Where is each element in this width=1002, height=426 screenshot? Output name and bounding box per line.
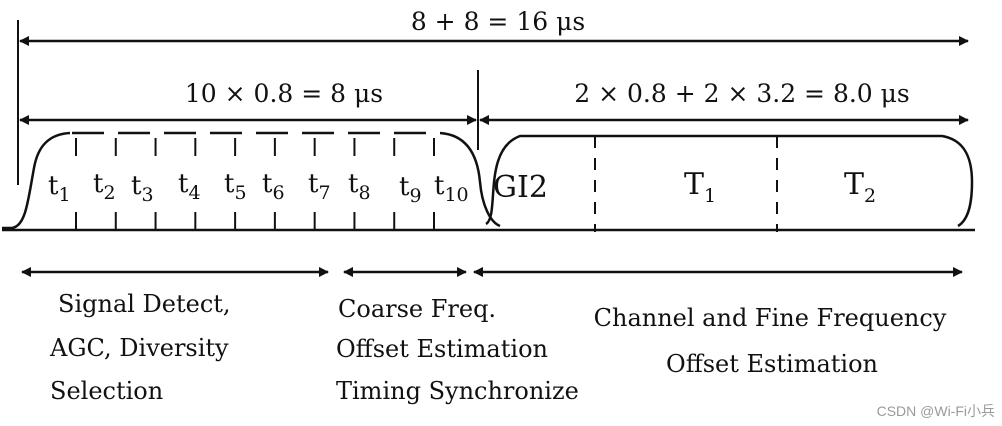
long-guard-interval-label: GI2 [493, 170, 548, 205]
long-symbol-t2: T2 [844, 167, 876, 207]
detect-function-line-3: Selection [50, 377, 163, 405]
short-preamble-envelope [2, 131, 71, 230]
long-preamble-envelope [485, 134, 974, 228]
watermark: CSDN @Wi-Fi小兵 [877, 403, 995, 419]
short-symbol-t2: t2 [93, 169, 116, 204]
coarse-function-line-1: Coarse Freq. [338, 295, 496, 323]
short-symbol-t3: t3 [131, 171, 154, 206]
coarse-function-line-2: Offset Estimation [336, 335, 548, 363]
short-symbol-separators [75, 138, 435, 230]
short-symbol-t10: t10 [434, 171, 469, 206]
short-preamble-duration-label: 10 × 0.8 = 8 μs [185, 79, 383, 108]
short-symbol-t8: t8 [348, 169, 371, 204]
short-symbol-t5: t5 [224, 169, 247, 204]
channel-function-line-2: Offset Estimation [666, 350, 878, 378]
short-symbol-t6: t6 [262, 169, 285, 204]
short-symbol-t1: t1 [48, 171, 71, 206]
detect-function-line-2: AGC, Diversity [49, 334, 229, 362]
short-symbol-t7: t7 [308, 169, 331, 204]
long-symbol-t1: T1 [684, 167, 716, 207]
short-symbol-t9: t9 [399, 172, 422, 207]
channel-function-line-1: Channel and Fine Frequency [594, 304, 947, 332]
long-preamble-duration-label: 2 × 0.8 + 2 × 3.2 = 8.0 μs [574, 79, 909, 108]
short-preamble-end-curve [439, 131, 501, 228]
short-symbol-labels: t1 t2 t3 t4 t5 t6 t7 t8 t9 t10 [48, 169, 469, 207]
detect-function-line-1: Signal Detect, [58, 290, 231, 318]
total-duration-label: 8 + 8 = 16 μs [411, 7, 585, 36]
short-symbol-t4: t4 [178, 169, 201, 204]
coarse-function-line-3: Timing Synchronize [336, 377, 579, 405]
